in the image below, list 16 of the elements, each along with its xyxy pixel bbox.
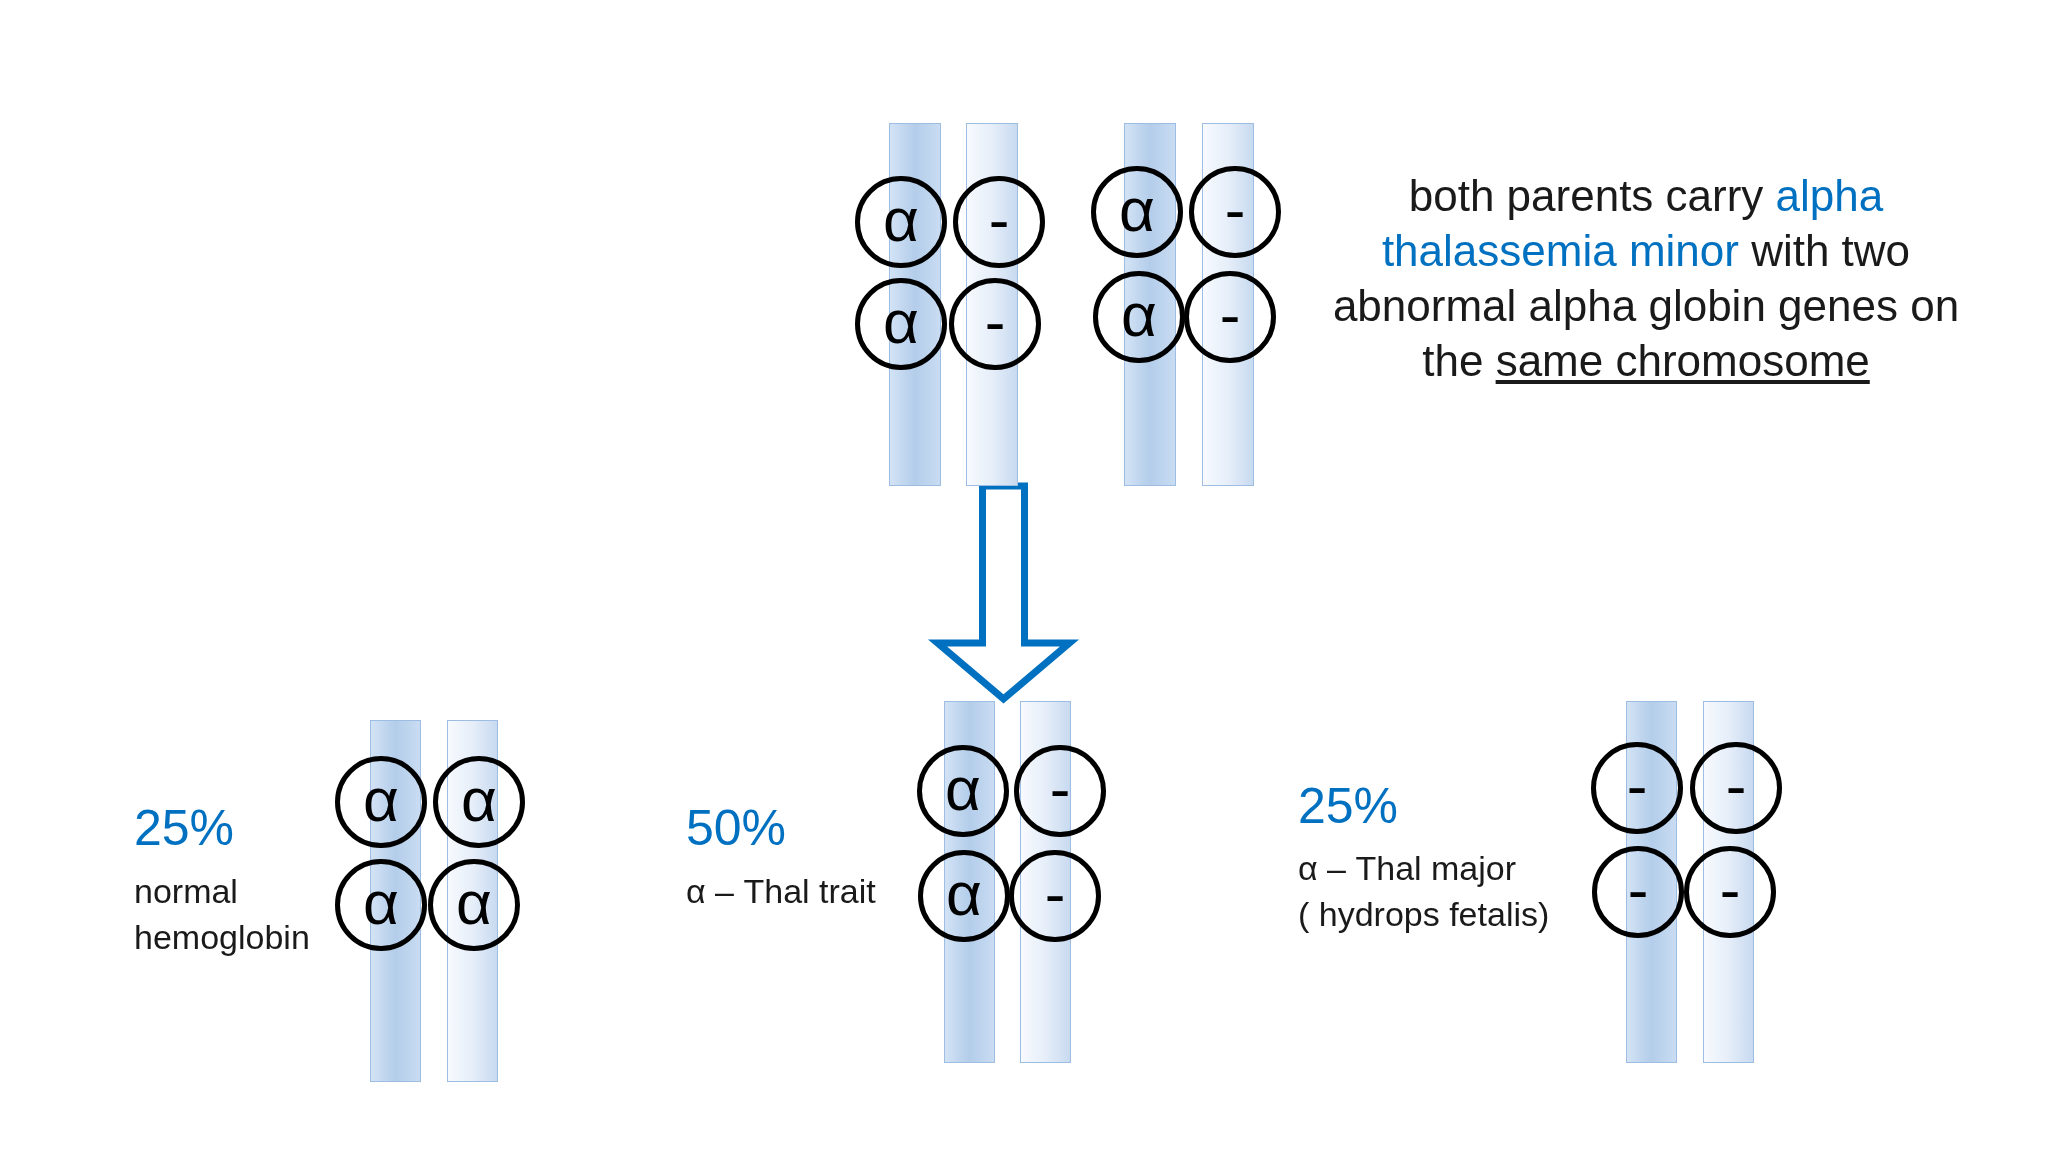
percentage-label: 25%	[1298, 778, 1400, 834]
chromosome-bar	[944, 701, 995, 1063]
percentage-label: 50%	[686, 800, 788, 856]
chromosome-bar	[447, 720, 498, 1082]
chromosome-bar	[966, 123, 1018, 486]
chromosome-bar	[1703, 701, 1754, 1063]
outcome-label: ( hydrops fetalis)	[1298, 894, 1551, 935]
chromosome-bar	[1020, 701, 1071, 1063]
outcome-label: α – Thal trait	[686, 871, 877, 912]
chromosome-bar	[1202, 123, 1254, 486]
percentage-label: 25%	[134, 800, 236, 856]
block-arrow	[927, 482, 1080, 704]
description-text: both parents carry alpha thalassemia minor with two abnormal alpha globin genes on the same chromosome	[1331, 170, 1961, 387]
outcome-label: normal hemoglobin	[134, 871, 311, 958]
outcome-label: α – Thal major	[1298, 848, 1518, 889]
chromosome-bar	[1626, 701, 1677, 1063]
